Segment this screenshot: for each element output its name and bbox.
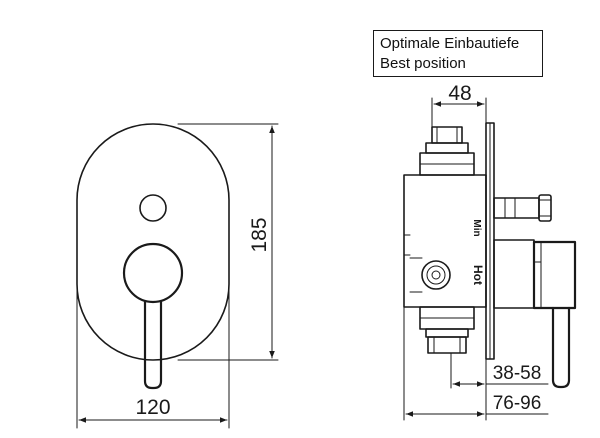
marking-min: Min [471, 219, 482, 236]
lever-body-side [493, 239, 577, 389]
top-depth-label: 48 [448, 82, 471, 105]
depth-dimension-76-96: 76-96 [403, 306, 549, 421]
depth-label-76-96: 76-96 [493, 393, 542, 414]
marking-hot: Hot [471, 265, 485, 285]
top-inlet-fitting [419, 126, 475, 176]
note-line-de: Optimale Einbautiefe [380, 35, 520, 52]
note-line-en: Best position [380, 55, 466, 72]
front-height-dimension: 185 [177, 123, 279, 361]
cover-plate-outline [76, 123, 230, 361]
lever-handle [143, 300, 163, 390]
front-height-label: 185 [248, 217, 271, 252]
installation-note-box: Optimale Einbautiefe Best position [373, 30, 543, 77]
diverter-knob-side [493, 194, 552, 222]
bottom-outlet-fitting [419, 306, 475, 354]
depth-dimension-38-58: 38-58 [450, 352, 549, 389]
front-width-dimension: 120 [76, 289, 230, 429]
lever-disc [122, 242, 184, 304]
depth-label-38-58: 38-58 [493, 363, 542, 384]
front-view [76, 123, 230, 390]
front-width-label: 120 [135, 396, 170, 419]
side-view: Min Hot [403, 122, 577, 389]
top-depth-dimension: 48 [431, 82, 487, 136]
hot-inlet-connection [409, 257, 451, 293]
diverter-knob [139, 194, 167, 222]
valve-body [403, 174, 487, 308]
